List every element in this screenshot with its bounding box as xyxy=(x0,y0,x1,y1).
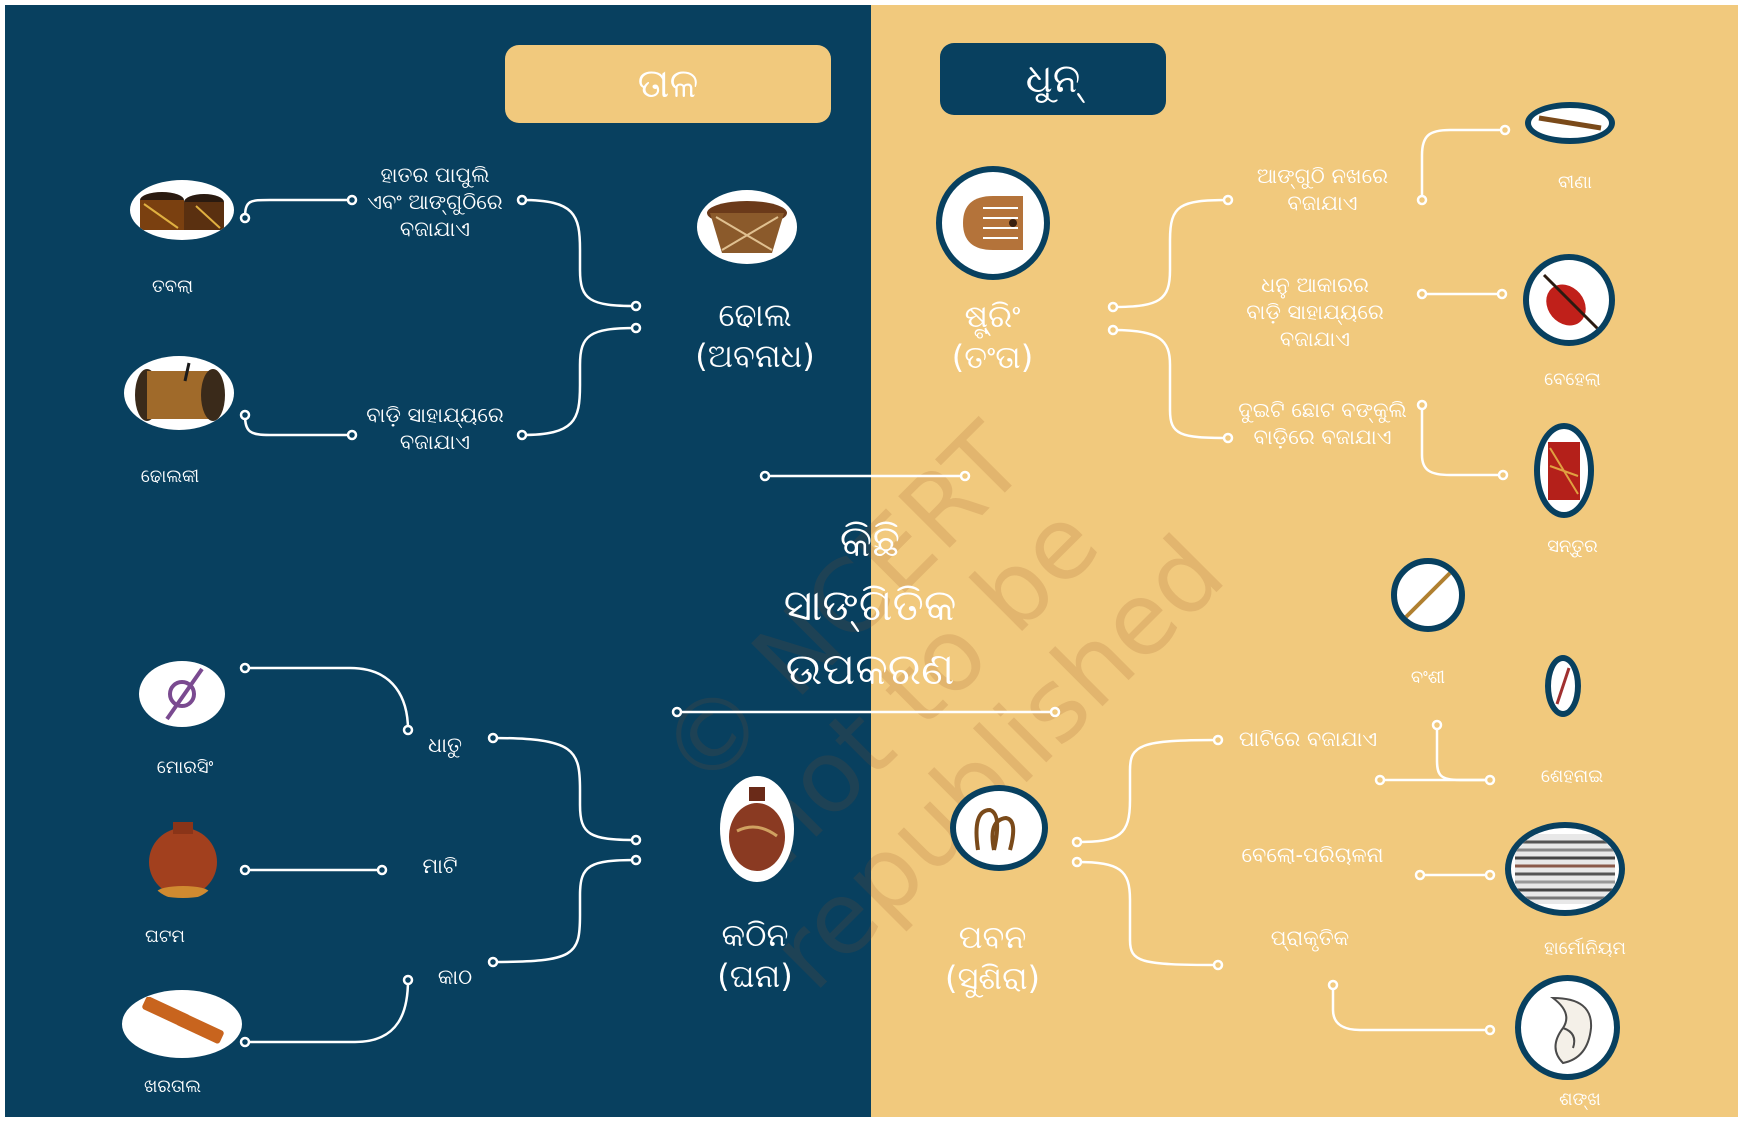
tabla-image xyxy=(130,180,234,240)
instrument-dholak: ଢୋଲକୀ xyxy=(140,466,200,487)
instrument-flute: ବଂଶୀ xyxy=(1410,667,1446,688)
conch-image xyxy=(1515,975,1620,1080)
header-tala: ତାଳ xyxy=(505,45,831,123)
ghana-image xyxy=(720,776,794,882)
category-string: ଷ୍ଟ୍ରିଂ (ତଂତା) xyxy=(951,297,1034,376)
ghatam-image xyxy=(143,818,223,900)
instrument-khartal: ଖରତାଲ xyxy=(143,1076,202,1097)
material-wood: କାଠ xyxy=(437,965,473,989)
instrument-shehnai: ଶେହନାଇ xyxy=(1540,766,1604,787)
flute-image xyxy=(1391,558,1465,632)
category-ghana: କଠିନ (ଘନା) xyxy=(717,916,793,995)
category-wind: ପବନ (ସୁଶିରା) xyxy=(944,918,1041,997)
method-bow: ଧନୁ ଆକାରର ବାଡ଼ି ସାହାଯ୍ୟରେ ବଜାଯାଏ xyxy=(1246,273,1384,351)
morsing-image xyxy=(139,661,225,727)
veena-image xyxy=(1525,102,1615,144)
wind-image xyxy=(950,785,1048,871)
instrument-veena: ବୀଣା xyxy=(1558,172,1592,193)
category-dhol: ଢୋଲ (ଅବନାଧ) xyxy=(695,296,815,375)
shehnai-image xyxy=(1545,655,1581,717)
santoor-image xyxy=(1534,423,1594,518)
header-dhun: ଧୁନ୍ xyxy=(940,43,1166,115)
method-two-sticks: ଦୁଇଟି ଛୋଟ ବଙ୍କୁଲି ବାଡ଼ିରେ ବଜାଯାଏ xyxy=(1238,398,1407,449)
method-palm-fingers: ହାତର ପାପୁଲି ଏବଂ ଆଙ୍ଗୁଠିରେ ବଜାଯାଏ xyxy=(367,163,503,241)
method-bellows: ବେଲୋ-ପରିଚାଳନା xyxy=(1241,843,1384,867)
method-fingernail: ଆଙ୍ଗୁଠି ନଖରେ ବଜାଯାଏ xyxy=(1256,164,1389,215)
violin-image xyxy=(1523,254,1615,346)
instrument-ghatam: ଘଟମ xyxy=(145,926,185,947)
material-metal: ଧାତୁ xyxy=(428,733,462,757)
method-natural: ପ୍ରାକୃତିକ xyxy=(1270,926,1350,950)
dhol-image xyxy=(697,190,797,264)
khartal-image xyxy=(122,990,242,1058)
string-image xyxy=(936,166,1050,280)
center-title: କିଛି ସାଙ୍ଗିତିକ ଉପକରଣ xyxy=(783,516,957,695)
instrument-conch: ଶଙ୍ଖ xyxy=(1559,1089,1601,1110)
method-mouth: ପାଟିରେ ବଜାଯାଏ xyxy=(1238,727,1378,751)
instrument-tabla: ତବଲା xyxy=(151,276,194,297)
method-stick: ବାଡ଼ି ସାହାଯ୍ୟରେ ବଜାଯାଏ xyxy=(366,403,504,454)
dholak-image xyxy=(124,356,234,430)
instrument-violin: ବେହେଲା xyxy=(1544,369,1601,390)
instrument-santoor: ସନ୍ତୁର xyxy=(1547,536,1598,557)
material-clay: ମାଟି xyxy=(422,854,458,878)
instrument-morsing: ମୋରସିଂ xyxy=(156,757,214,778)
harmonium-image xyxy=(1505,822,1625,916)
instrument-harmonium: ହାର୍ମୋନିୟମ xyxy=(1544,938,1626,959)
